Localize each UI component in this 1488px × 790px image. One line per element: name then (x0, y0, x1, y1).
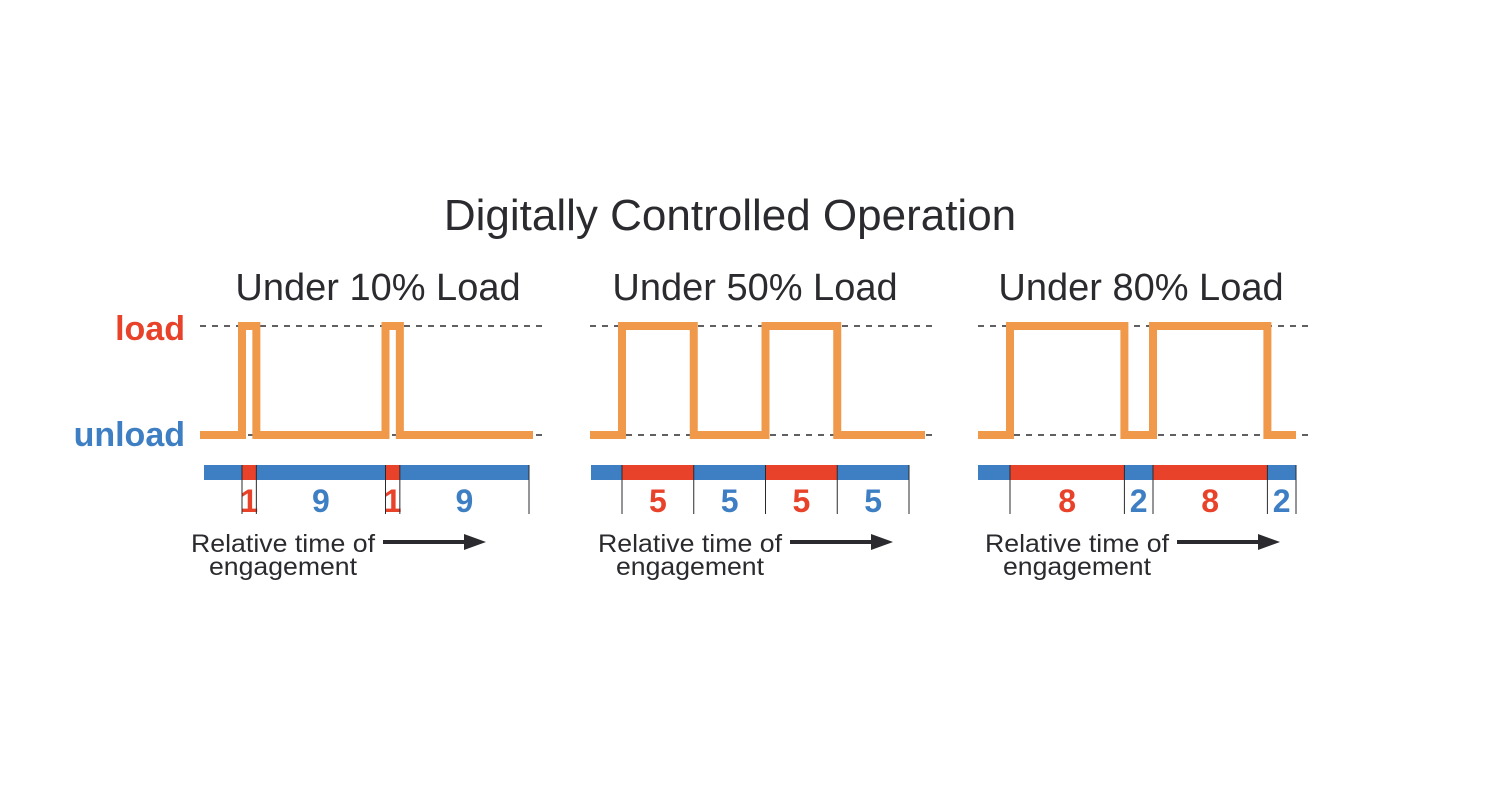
timeline-band-unload (256, 465, 386, 480)
timeline-band-unload (1267, 465, 1296, 480)
timeline-band-unload (399, 465, 529, 480)
load-signal-waveform (200, 322, 533, 439)
segment-value-load: 8 (1058, 483, 1076, 519)
segment-value-unload: 9 (456, 483, 474, 519)
diagram-title: Digitally Controlled Operation (444, 191, 1016, 240)
load-level-label: load (115, 310, 185, 348)
caption-line-1: Relative time of (985, 530, 1169, 558)
segment-value-load: 8 (1201, 483, 1219, 519)
segment-value-load: 1 (240, 483, 258, 519)
caption-line-1: Relative time of (598, 530, 782, 558)
segment-value-load: 5 (792, 483, 810, 519)
panel-title: Under 50% Load (612, 267, 897, 309)
segment-value-unload: 5 (864, 483, 882, 519)
caption-line-2: engagement (1003, 553, 1151, 581)
timeline-band-lead-in (978, 465, 1010, 480)
panel-title: Under 80% Load (998, 267, 1283, 309)
load-signal-waveform (978, 322, 1296, 439)
time-arrow-head (871, 534, 893, 550)
caption-line-2: engagement (209, 553, 357, 581)
timeline-band-unload (837, 465, 909, 480)
segment-value-unload: 5 (721, 483, 739, 519)
time-arrow-head (464, 534, 486, 550)
caption-line-2: engagement (616, 553, 764, 581)
timeline-band-load (1010, 465, 1125, 480)
timeline-band-load (1153, 465, 1268, 480)
caption-line-1: Relative time of (191, 530, 375, 558)
load-signal-waveform (590, 322, 925, 439)
timeline-band-load (622, 465, 694, 480)
timeline-band-load (385, 465, 400, 480)
timeline-band-unload (693, 465, 766, 480)
timeline-band-load (242, 465, 257, 480)
timeline-band-lead-in (204, 465, 242, 480)
panel-title: Under 10% Load (235, 267, 520, 309)
segment-value-unload: 2 (1130, 483, 1148, 519)
timeline-band-load (765, 465, 838, 480)
segment-value-unload: 2 (1273, 483, 1291, 519)
timeline-band-unload (1124, 465, 1153, 480)
time-arrow-head (1258, 534, 1280, 550)
segment-value-unload: 9 (312, 483, 330, 519)
timeline-band-lead-in (591, 465, 622, 480)
segment-value-load: 1 (384, 483, 402, 519)
unload-level-label: unload (74, 416, 185, 454)
segment-value-load: 5 (649, 483, 667, 519)
